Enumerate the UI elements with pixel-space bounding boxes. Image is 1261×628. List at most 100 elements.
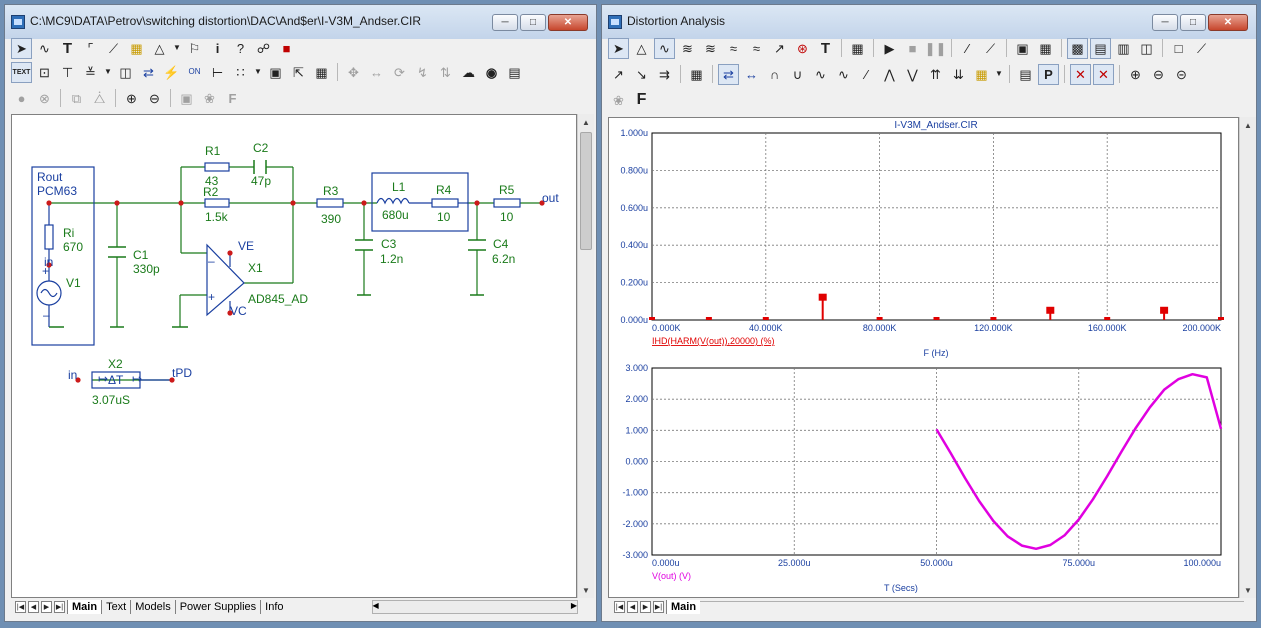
graphics-icon[interactable]: △: [154, 40, 165, 56]
valley-icon[interactable]: ≋: [705, 40, 716, 56]
first-page-icon[interactable]: |◀: [614, 601, 625, 613]
zoom-out-icon[interactable]: ⊖: [149, 90, 160, 106]
resistor-r5[interactable]: [493, 198, 521, 208]
flip-x-icon[interactable]: ↯: [417, 64, 428, 80]
help-icon[interactable]: ?: [236, 40, 245, 56]
scroll-left-icon[interactable]: ◀: [372, 601, 379, 610]
tokens-icon[interactable]: ◫: [1140, 40, 1153, 56]
schematic-window[interactable]: C:\MC9\DATA\Petrov\switching distortion\…: [4, 4, 597, 622]
run-icon[interactable]: ●: [17, 90, 26, 106]
inflection-icon[interactable]: ∕: [865, 66, 868, 82]
last-page-icon[interactable]: ▶|: [54, 601, 65, 613]
scope-icon[interactable]: ∿: [654, 37, 675, 59]
numeric-output-icon[interactable]: ▤: [1019, 66, 1032, 82]
plot-vertical-scrollbar[interactable]: ▲ ▼: [1239, 117, 1256, 598]
pin-connections-icon[interactable]: ⊤: [61, 64, 74, 80]
schematic-horizontal-scrollbar[interactable]: ◀▶: [371, 600, 578, 614]
tag-icon[interactable]: ⊛: [797, 40, 808, 56]
tab-main[interactable]: Main: [67, 600, 102, 614]
minor-grid-icon[interactable]: ▩: [1067, 37, 1088, 59]
resistor-r1[interactable]: [204, 162, 230, 172]
tab-info[interactable]: Info: [260, 600, 287, 614]
minimize-button[interactable]: ─: [1152, 14, 1178, 31]
properties-icon[interactable]: ▦: [315, 64, 328, 80]
find-in-schematic-icon[interactable]: ☁: [462, 64, 475, 80]
color-icon[interactable]: ❀: [204, 90, 215, 106]
condition-icon[interactable]: ON: [188, 67, 201, 76]
minimize-button[interactable]: ─: [492, 14, 518, 31]
grid-icon[interactable]: ∷: [236, 64, 245, 80]
grid-icon[interactable]: ▦: [1039, 40, 1052, 56]
voltages-icon[interactable]: ≚: [85, 64, 96, 80]
close-button[interactable]: ✕: [548, 14, 588, 31]
schematic-canvas[interactable]: – + + – ↦ ↦ Rout PCM63 in VE VC out in: [11, 114, 577, 598]
point-line-icon[interactable]: ⟋: [985, 40, 996, 56]
voltage-source-v1[interactable]: [36, 280, 62, 306]
find-icon[interactable]: ☍: [256, 40, 271, 56]
tab-text[interactable]: Text: [101, 600, 130, 614]
next-page-icon[interactable]: ▶: [41, 601, 52, 613]
scroll-down-icon[interactable]: ▼: [582, 585, 590, 595]
rotate-icon[interactable]: ⟳: [394, 64, 405, 80]
graphics-icon[interactable]: △: [636, 40, 647, 56]
cancel-icon[interactable]: ⊗: [39, 90, 50, 106]
tab-models[interactable]: Models: [130, 600, 174, 614]
points-icon[interactable]: P: [1038, 63, 1059, 85]
last-page-icon[interactable]: ▶|: [653, 601, 664, 613]
copy-icon[interactable]: ⧉: [71, 90, 82, 106]
info-icon[interactable]: i: [215, 40, 220, 56]
zoom-fit-icon[interactable]: ⊝: [1176, 66, 1187, 82]
schematic-title-bar[interactable]: C:\MC9\DATA\Petrov\switching distortion\…: [5, 5, 596, 39]
resistor-r4[interactable]: [431, 198, 459, 208]
global-low-icon[interactable]: ⋁: [907, 66, 918, 82]
scale-icon[interactable]: ↗: [613, 66, 624, 82]
tab-main[interactable]: Main: [666, 600, 701, 614]
tab-power-supplies[interactable]: Power Supplies: [174, 600, 260, 614]
cursor-mode-icon[interactable]: ⟋: [1196, 40, 1207, 56]
rout-block[interactable]: [31, 166, 95, 346]
scroll-right-icon[interactable]: ▶: [570, 601, 577, 610]
scroll-up-icon[interactable]: ▲: [582, 117, 590, 127]
border-icon[interactable]: ▣: [269, 64, 282, 80]
properties-icon[interactable]: ▦: [851, 40, 864, 56]
bottom-icon[interactable]: ⇊: [953, 66, 964, 82]
paste-icon[interactable]: ⧊: [93, 90, 106, 106]
scroll-down-icon[interactable]: ▼: [1244, 585, 1252, 595]
peak-icon[interactable]: ≋: [682, 40, 693, 56]
inductor-l1[interactable]: [376, 197, 410, 205]
prev-page-icon[interactable]: ◀: [627, 601, 638, 613]
next-page-icon[interactable]: ▶: [640, 601, 651, 613]
next-simple-data-point-icon[interactable]: ⇄: [718, 63, 739, 85]
first-page-icon[interactable]: |◀: [15, 601, 26, 613]
node-numbers-icon[interactable]: ⊡: [39, 64, 50, 80]
page-setup-icon[interactable]: ▤: [508, 64, 521, 80]
run-icon[interactable]: ▶: [884, 40, 895, 56]
high-icon[interactable]: ≈: [729, 40, 738, 56]
text-tool-icon[interactable]: T: [820, 39, 831, 57]
x-axis-scale-icon[interactable]: ✕: [1070, 63, 1091, 85]
resistor-r2[interactable]: [204, 198, 230, 208]
wire-mode-icon[interactable]: ∿: [39, 40, 50, 56]
opamp-x1[interactable]: [206, 243, 245, 317]
baseline-icon[interactable]: □: [1174, 40, 1183, 56]
select-mode-icon[interactable]: ➤: [608, 37, 629, 59]
next-interpolated-point-icon[interactable]: ↔: [745, 66, 758, 82]
vout-trace-label[interactable]: V(out) (V): [652, 571, 691, 581]
font-icon[interactable]: F: [228, 90, 237, 106]
maximize-button[interactable]: □: [520, 14, 546, 31]
dropdown-arrow-icon[interactable]: ▼: [254, 67, 262, 76]
binoculars-icon[interactable]: ◉: [485, 64, 498, 80]
resistor-ri[interactable]: [44, 224, 54, 250]
frame-icon[interactable]: ▣: [1016, 40, 1029, 56]
y-axis-scale-icon[interactable]: ✕: [1093, 63, 1114, 85]
valley-cursor-icon[interactable]: ∪: [792, 66, 803, 82]
left-cursor-icon[interactable]: ↘: [636, 66, 647, 82]
scroll-thumb[interactable]: [580, 132, 592, 250]
zoom-in-icon[interactable]: ⊕: [1130, 66, 1141, 82]
horizontal-grid-icon[interactable]: ▤: [1090, 37, 1111, 59]
zoom-out-icon[interactable]: ⊖: [1153, 66, 1164, 82]
plot-properties-icon[interactable]: ▦: [690, 66, 703, 82]
diagonal-wire-icon[interactable]: ⟋: [108, 40, 119, 56]
analysis-window[interactable]: Distortion Analysis ─ □ ✕ ➤ △ ∿ ≋ ≋ ≈ ≈ …: [601, 4, 1257, 622]
